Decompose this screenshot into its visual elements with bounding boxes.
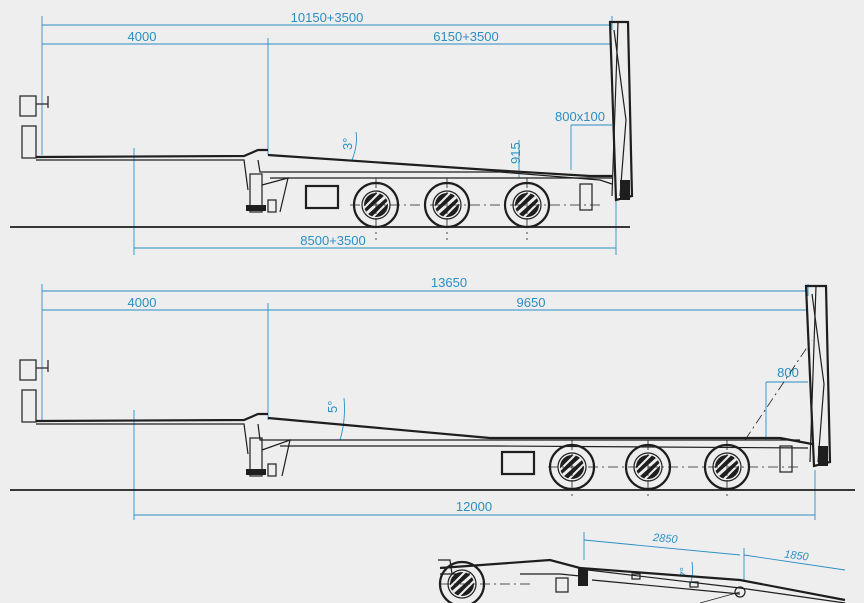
dimension-ramp-length: 2850: [583, 532, 741, 560]
dimension-gooseneck: 4000: [42, 29, 269, 155]
ramp-deployed-detail: 2850 1850 7°: [438, 532, 846, 603]
dimension-ramp: 800x100: [555, 109, 612, 170]
dim-angle-label: 3°: [340, 138, 355, 150]
dim-tail-length-label: 1850: [783, 549, 810, 564]
dim-wheelbase-label: 8500+3500: [300, 233, 365, 248]
dim-ramp-length-label: 2850: [652, 532, 679, 546]
dimension-angle-3: 7°: [679, 561, 694, 586]
dimension-wheelbase: 8500+3500: [133, 148, 617, 255]
dimension-tail-length: 1850: [743, 548, 846, 582]
dim-angle-2-label: 5°: [325, 401, 340, 413]
dimension-overall-length-2: 13650: [41, 275, 809, 420]
dim-deck-height-label: 915: [508, 142, 523, 164]
wheel-7: [438, 560, 486, 603]
dim-deck-2-label: 9650: [517, 295, 546, 310]
dimension-ramp-2: 800: [765, 365, 808, 440]
rear-ramp-folded: [608, 20, 634, 202]
dim-gooseneck-2-label: 4000: [128, 295, 157, 310]
dim-angle-3-label: 7°: [679, 567, 691, 578]
gooseneck-front-2: [19, 359, 49, 423]
toolbox-2: [500, 450, 536, 476]
gooseneck-front: [19, 95, 49, 159]
dimension-deck: 6150+3500: [268, 29, 612, 45]
dim-overall-length-2-label: 13650: [431, 275, 467, 290]
dim-gooseneck-label: 4000: [128, 29, 157, 44]
dimension-angle: 3°: [340, 131, 357, 161]
dim-overall-length-label: 10150+3500: [291, 10, 364, 25]
dimension-deck-2: 9650: [268, 295, 808, 311]
dim-ramp-label: 800x100: [555, 109, 605, 124]
landing-gear-2: [246, 437, 291, 477]
side-view-retracted: 10150+3500 4000 6150+3500 800x100 915 3°: [10, 10, 634, 255]
dim-wheelbase-2-label: 12000: [456, 499, 492, 514]
toolbox: [304, 184, 340, 210]
dimension-wheelbase-2: 12000: [133, 410, 816, 520]
side-view-extended: 13650 4000 9650 800 5° 12000: [10, 275, 855, 520]
rear-ramp-folded-2: [804, 284, 832, 468]
dimension-gooseneck-2: 4000: [42, 295, 269, 420]
landing-gear: [246, 173, 289, 213]
dimension-angle-2: 5°: [325, 397, 345, 441]
dim-ramp-2-label: 800: [777, 365, 799, 380]
dim-deck-label: 6150+3500: [433, 29, 498, 44]
dimension-overall-length: 10150+3500: [41, 10, 613, 155]
